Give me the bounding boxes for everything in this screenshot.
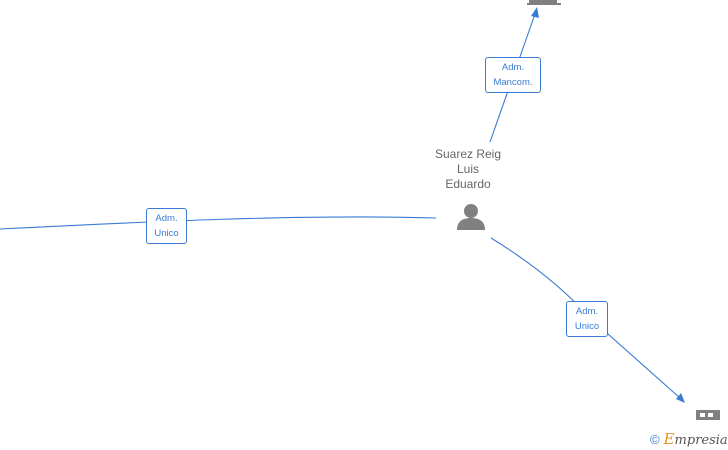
edge-left-line — [0, 216, 437, 230]
person-icon[interactable] — [455, 201, 487, 233]
edge-bottom-right-role-label[interactable]: Adm. Unico — [566, 301, 608, 337]
company-top-building-icon[interactable] — [527, 0, 561, 6]
edge-top-role-label[interactable]: Adm. Mancom. — [485, 57, 541, 93]
empresia-logo: Empresia — [663, 430, 728, 448]
person-name-label[interactable]: Suarez Reig Luis Eduardo — [434, 147, 502, 191]
copyright-footer: © Empresia — [650, 430, 728, 448]
edge-top-arrowhead — [531, 7, 539, 18]
edge-bottom-right-arrowhead — [676, 393, 685, 403]
copyright-icon: © — [650, 431, 660, 447]
company-bottom-right-building-icon[interactable] — [696, 410, 720, 420]
edge-left-role-label[interactable]: Adm. Unico — [146, 208, 187, 244]
